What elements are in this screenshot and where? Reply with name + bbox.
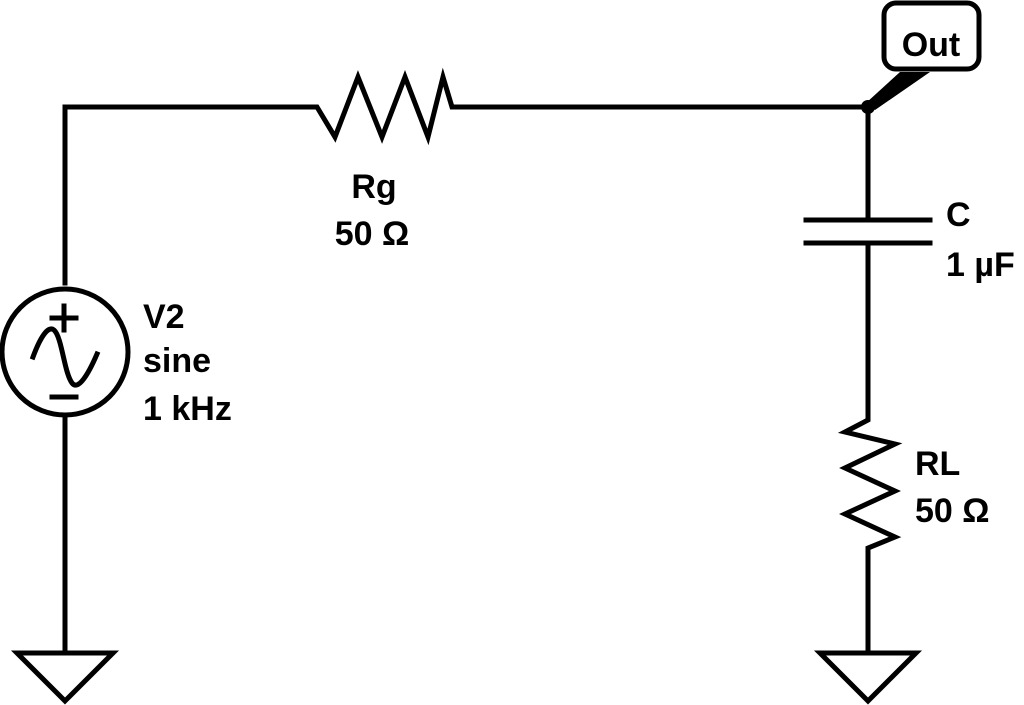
ground-symbol-left — [10, 650, 120, 705]
resistor-rg — [300, 67, 466, 146]
rl-name-label: RL — [915, 445, 960, 483]
resistor-rl — [837, 407, 903, 563]
sine-wave-icon — [29, 326, 101, 388]
rl-value-label: 50 Ω — [915, 492, 990, 530]
source-waveform-label: sine — [143, 342, 211, 380]
source-frequency-label: 1 kHz — [143, 390, 232, 428]
capacitor-name-label: C — [946, 196, 971, 234]
ground-symbol-right — [813, 650, 923, 705]
wire-source-top — [62, 104, 306, 286]
net-label-out: Out — [902, 26, 961, 64]
net-label-out-box[interactable] — [881, 0, 982, 72]
net-label-pointer — [866, 72, 930, 110]
rg-name-label: Rg — [351, 168, 396, 206]
rg-value-label: 50 Ω — [335, 215, 410, 253]
capacitor-value-label: 1 µF — [946, 246, 1015, 284]
source-name-label: V2 — [143, 298, 185, 336]
